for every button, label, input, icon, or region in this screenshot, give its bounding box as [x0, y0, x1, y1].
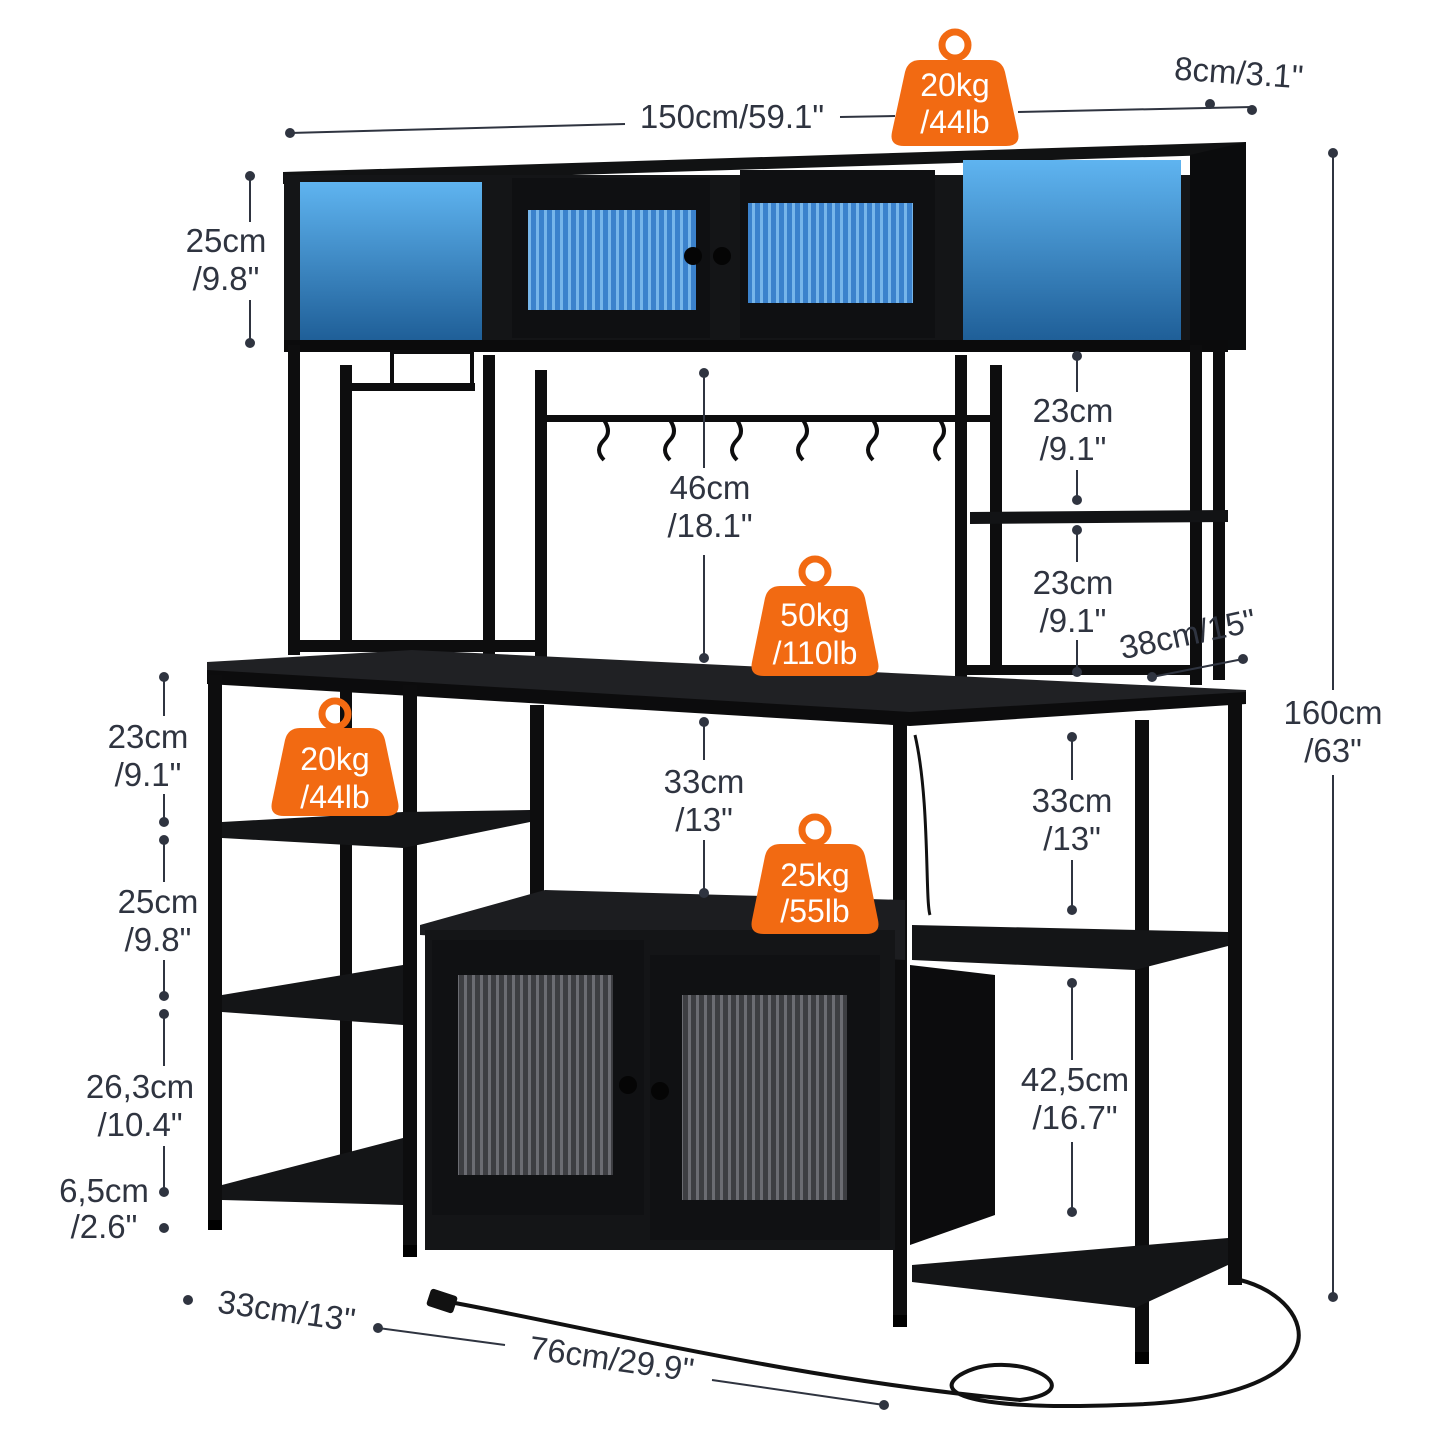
dimension-lines — [159, 99, 1338, 1410]
led-compartment-right — [963, 160, 1181, 340]
right-foot — [1135, 1352, 1149, 1364]
hutch-bottom-rail — [284, 340, 1228, 352]
top-door-left-glass — [528, 210, 696, 310]
weight-top-kg: 20kg — [920, 67, 989, 103]
right-shelf-bottom — [912, 1238, 1228, 1308]
middle-post — [530, 705, 544, 905]
top-door-right-glass — [748, 203, 913, 303]
top-door-knob-left — [684, 247, 702, 265]
lower-door-left-glass — [458, 975, 613, 1175]
internal-cable — [913, 734, 932, 916]
label-middle-open-in: /13" — [675, 801, 733, 838]
label-total-height-in: /63" — [1304, 732, 1362, 769]
power-plug — [426, 1288, 458, 1314]
weight-left-shelf-lb: /44lb — [300, 779, 369, 815]
weight-cabinet-top-kg: 25kg — [780, 857, 849, 893]
weight-cabinet-top-lb: /55lb — [780, 893, 849, 929]
middle-post — [893, 720, 907, 1320]
label-left-3-in: /10.4" — [97, 1106, 182, 1143]
weight-badge-left-shelf: 20kg /44lb — [271, 697, 399, 816]
counter-top — [207, 650, 1246, 722]
label-right-bottom-in: /16.7" — [1032, 1099, 1117, 1136]
upper-post — [288, 345, 300, 655]
label-left-1-cm: 23cm — [108, 718, 189, 755]
lower-door-right-glass — [682, 995, 847, 1200]
weight-badge-cabinet-top: 25kg /55lb — [751, 813, 879, 934]
left-shelf-3 — [222, 1138, 403, 1205]
label-hanging-in: /18.1" — [667, 507, 752, 544]
label-left-3-cm: 26,3cm — [86, 1068, 194, 1105]
weight-counter-lb: /110lb — [773, 635, 858, 671]
upper-post — [535, 370, 547, 660]
lower-left-post — [208, 675, 222, 1230]
label-right-upper-1-in: /9.1" — [1040, 430, 1107, 467]
hutch-side — [1190, 142, 1246, 350]
label-hanging-cm: 46cm — [670, 469, 751, 506]
label-left-2-in: /9.8" — [125, 921, 192, 958]
s-hooks — [597, 418, 946, 462]
left-shelf-1 — [222, 810, 530, 848]
power-cord — [454, 1278, 1301, 1408]
right-upper-shelf — [970, 510, 1228, 524]
label-left-leg-cm: 6,5cm — [59, 1172, 149, 1209]
lower-cabinet-side — [910, 965, 995, 1245]
hutch-top-panel — [283, 142, 1246, 184]
label-total-width: 150cm/59.1" — [640, 98, 824, 135]
glass-rack — [390, 350, 474, 388]
right-lower-post — [1135, 720, 1149, 1360]
label-right-upper-2-in: /9.1" — [1040, 602, 1107, 639]
label-right-upper-2-cm: 23cm — [1033, 564, 1114, 601]
led-compartment-left — [300, 182, 482, 340]
left-foot — [403, 1245, 417, 1257]
label-left-leg-in: /2.6" — [71, 1208, 138, 1245]
label-bottom-depth: 33cm/13" — [216, 1283, 358, 1339]
label-top-cabinet-in: /9.8" — [193, 260, 260, 297]
left-foot — [208, 1220, 222, 1230]
lower-door-knob-left — [619, 1076, 637, 1094]
label-top-depth: 8cm/3.1" — [1173, 50, 1304, 96]
label-total-height-cm: 160cm — [1283, 694, 1382, 731]
label-right-open-in: /13" — [1043, 820, 1101, 857]
label-middle-open-cm: 33cm — [664, 763, 745, 800]
label-left-1-in: /9.1" — [115, 756, 182, 793]
counter-top-front — [207, 670, 1246, 726]
label-right-upper-1-cm: 23cm — [1033, 392, 1114, 429]
upper-post — [955, 355, 967, 685]
weight-top-lb: /44lb — [920, 104, 989, 140]
label-right-bottom-cm: 42,5cm — [1021, 1061, 1129, 1098]
label-top-cabinet-cm: 25cm — [186, 222, 267, 259]
weight-badge-top: 20kg /44lb — [891, 28, 1019, 146]
upper-post — [340, 365, 352, 650]
label-counter-depth: 38cm/15" — [1116, 601, 1259, 666]
lower-door-knob-right — [651, 1082, 669, 1100]
right-lower-post — [1228, 700, 1242, 1285]
label-bottom-width: 76cm/29.9" — [527, 1329, 696, 1389]
top-door-knob-right — [713, 247, 731, 265]
upper-frame-bar — [300, 640, 540, 652]
left-shelf-2 — [222, 965, 403, 1025]
right-shelf-middle — [912, 925, 1228, 970]
weight-counter-kg: 50kg — [780, 597, 849, 633]
hanging-rod — [545, 415, 995, 422]
lower-left-post — [403, 685, 417, 1255]
label-left-2-cm: 25cm — [118, 883, 199, 920]
weight-left-shelf-kg: 20kg — [300, 741, 369, 777]
right-foot — [893, 1315, 907, 1327]
label-right-open-cm: 33cm — [1032, 782, 1113, 819]
weight-badge-counter: 50kg /110lb — [751, 555, 879, 676]
upper-post — [483, 355, 495, 665]
